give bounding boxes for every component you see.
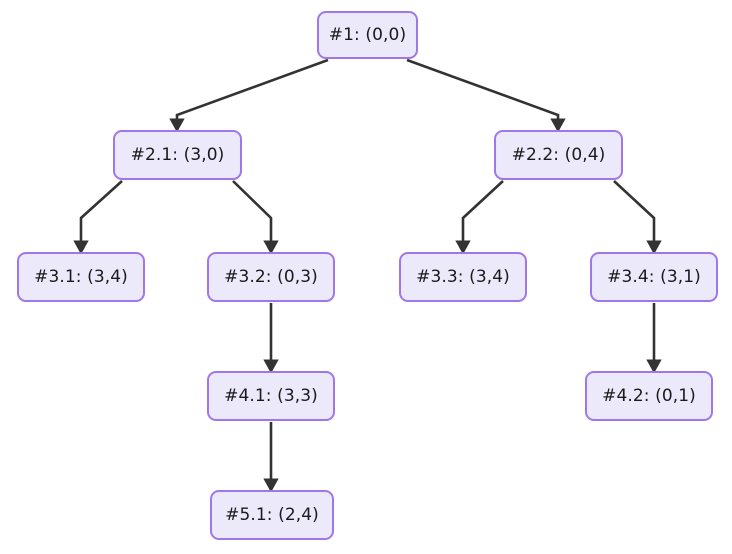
tree-node-n2_2[interactable]: #2.2: (0,4) bbox=[494, 130, 623, 180]
tree-edge bbox=[232, 180, 279, 255]
tree-edge bbox=[406, 58, 566, 133]
tree-node-label: #3.4: (3,1) bbox=[607, 267, 701, 287]
tree-node-n3_1[interactable]: #3.1: (3,4) bbox=[17, 252, 145, 302]
tree-edge bbox=[613, 180, 662, 255]
tree-node-label: #2.2: (0,4) bbox=[511, 145, 606, 165]
tree-node-n1[interactable]: #1: (0,0) bbox=[317, 11, 418, 59]
tree-node-n4_2[interactable]: #4.2: (0,1) bbox=[585, 371, 713, 421]
tree-node-n2_1[interactable]: #2.1: (3,0) bbox=[113, 130, 242, 180]
tree-node-n3_2[interactable]: #3.2: (0,3) bbox=[207, 252, 335, 302]
tree-edge bbox=[169, 58, 329, 133]
tree-node-label: #1: (0,0) bbox=[328, 25, 407, 45]
tree-node-n5_1[interactable]: #5.1: (2,4) bbox=[210, 490, 334, 540]
tree-node-label: #3.2: (0,3) bbox=[224, 267, 318, 287]
tree-node-label: #4.1: (3,3) bbox=[224, 386, 318, 406]
tree-node-n3_3[interactable]: #3.3: (3,4) bbox=[399, 252, 527, 302]
tree-node-n4_1[interactable]: #4.1: (3,3) bbox=[207, 371, 335, 421]
tree-node-label: #3.3: (3,4) bbox=[416, 267, 510, 287]
tree-node-label: #5.1: (2,4) bbox=[225, 505, 319, 525]
tree-node-n3_4[interactable]: #3.4: (3,1) bbox=[590, 252, 718, 302]
edges-group bbox=[73, 58, 662, 493]
tree-node-label: #2.1: (3,0) bbox=[130, 145, 225, 165]
tree-node-label: #3.1: (3,4) bbox=[34, 267, 128, 287]
tree-edge bbox=[455, 180, 504, 255]
tree-node-label: #4.2: (0,1) bbox=[602, 386, 696, 406]
tree-edge bbox=[73, 180, 123, 255]
